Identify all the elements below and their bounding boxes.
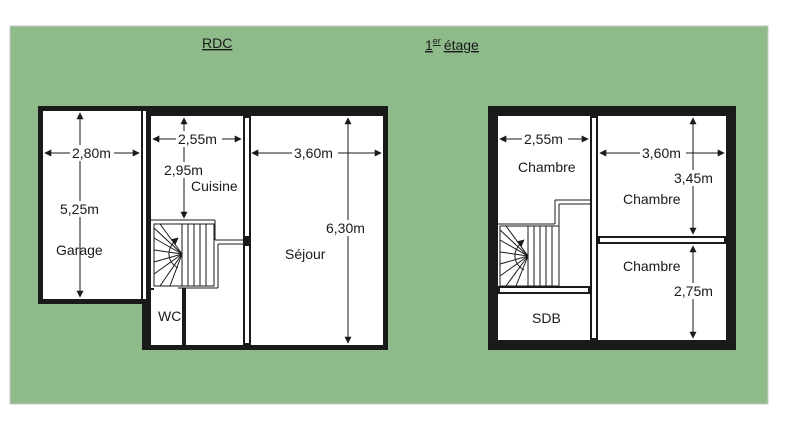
- chambre-2-width-label: 3,60m: [642, 145, 681, 161]
- rdc-room-labels: Garage Cuisine Séjour WC: [56, 178, 326, 324]
- room-label-garage: Garage: [56, 242, 103, 258]
- sejour-length-label: 6,30m: [326, 220, 365, 236]
- rdc-staircase: [153, 223, 215, 287]
- garage-width-label: 2,80m: [72, 145, 111, 161]
- room-label-chambre-1: Chambre: [518, 159, 576, 175]
- etage-room-labels: Chambre Chambre Chambre SDB: [518, 159, 681, 326]
- cuisine-length-label: 2,95m: [164, 162, 203, 178]
- etage-interior-walls: [498, 116, 726, 340]
- rdc-interior-walls: [143, 106, 251, 350]
- chambre-1-width-label: 2,55m: [524, 131, 563, 147]
- etage-plan: 2,55m 3,60m 3,45m 2,75m Chambre Chambre …: [488, 106, 736, 350]
- room-label-sdb: SDB: [532, 310, 561, 326]
- etage-dimension-labels: 2,55m 3,60m 3,45m 2,75m: [524, 131, 713, 299]
- cuisine-width-label: 2,55m: [178, 131, 217, 147]
- etage-staircase: [499, 204, 560, 287]
- chambre-2-length-label: 3,45m: [674, 170, 713, 186]
- room-label-chambre-3: Chambre: [623, 258, 681, 274]
- room-label-chambre-2: Chambre: [623, 191, 681, 207]
- rdc-dimension-labels: 2,80m 5,25m 2,55m 2,95m 3,60m 6,30m: [60, 131, 365, 236]
- sejour-width-label: 3,60m: [294, 145, 333, 161]
- rdc-plan: 2,80m 5,25m 2,55m 2,95m 3,60m 6,30m Gara…: [38, 106, 388, 350]
- room-label-cuisine: Cuisine: [191, 178, 238, 194]
- title-rdc: RDC: [202, 35, 232, 51]
- garage-length-label: 5,25m: [60, 201, 99, 217]
- chambre-3-length-label: 2,75m: [674, 283, 713, 299]
- room-label-wc: WC: [158, 308, 181, 324]
- room-label-sejour: Séjour: [285, 246, 326, 262]
